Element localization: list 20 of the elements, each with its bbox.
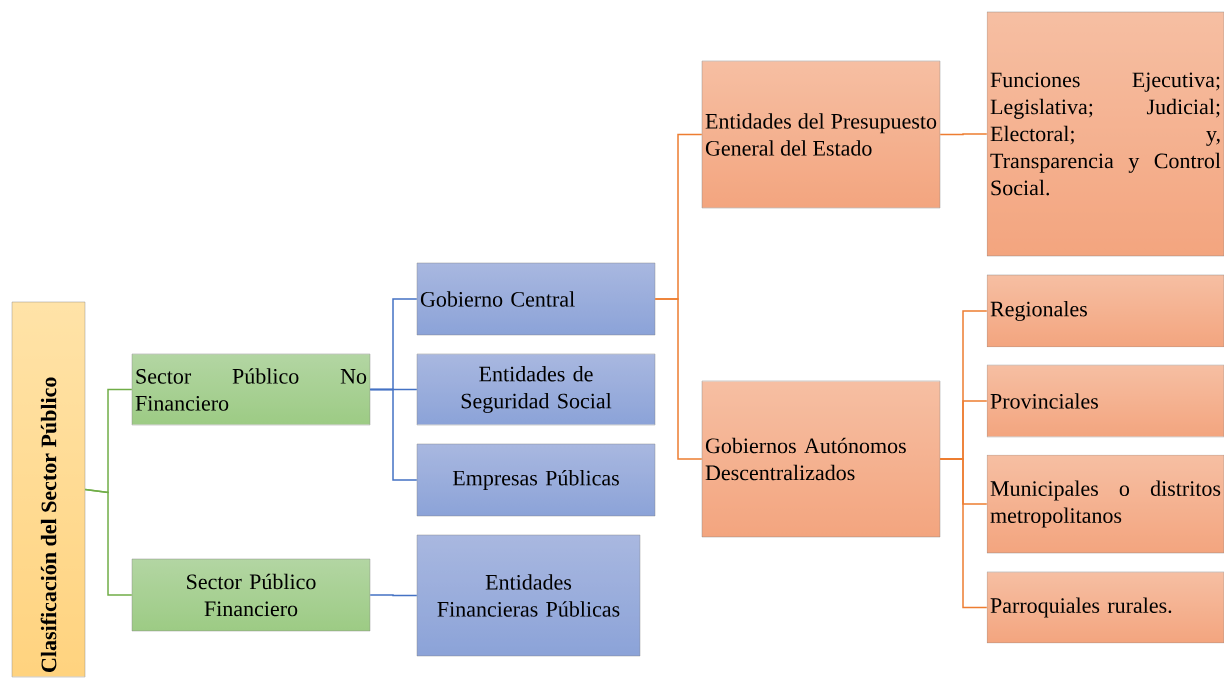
connector-line <box>654 298 703 460</box>
connector-line <box>369 388 418 481</box>
category-box: Empresas Públicas <box>416 443 656 517</box>
category-box: Entidades del Presupuesto General del Estado <box>701 60 941 209</box>
category-box: Parroquiales rurales. <box>986 571 1224 644</box>
connector-line <box>939 458 988 609</box>
category-box: Sector Público Financiero <box>131 558 371 632</box>
category-box: Regionales <box>986 274 1224 348</box>
category-box: Provinciales <box>986 364 1224 438</box>
connector-line <box>369 594 418 597</box>
connector-line <box>84 488 133 596</box>
title-bar: Clasificación del Sector Público <box>11 301 86 678</box>
category-box: Entidades de Seguridad Social <box>416 353 656 426</box>
category-box: Gobierno Central <box>416 262 656 336</box>
category-box: Sector Público No Financiero <box>131 353 371 426</box>
category-box: Funciones Ejecutiva; Legislativa; Judicial; Electoral; y, Transparencia y Control Social. <box>986 11 1224 257</box>
connector-line <box>939 133 988 136</box>
category-box: Entidades Financieras Públicas <box>416 534 641 657</box>
category-box: Gobiernos Autónomos Descentralizados <box>701 380 941 538</box>
category-box: Municipales o distritos metropolitanos <box>986 454 1224 554</box>
